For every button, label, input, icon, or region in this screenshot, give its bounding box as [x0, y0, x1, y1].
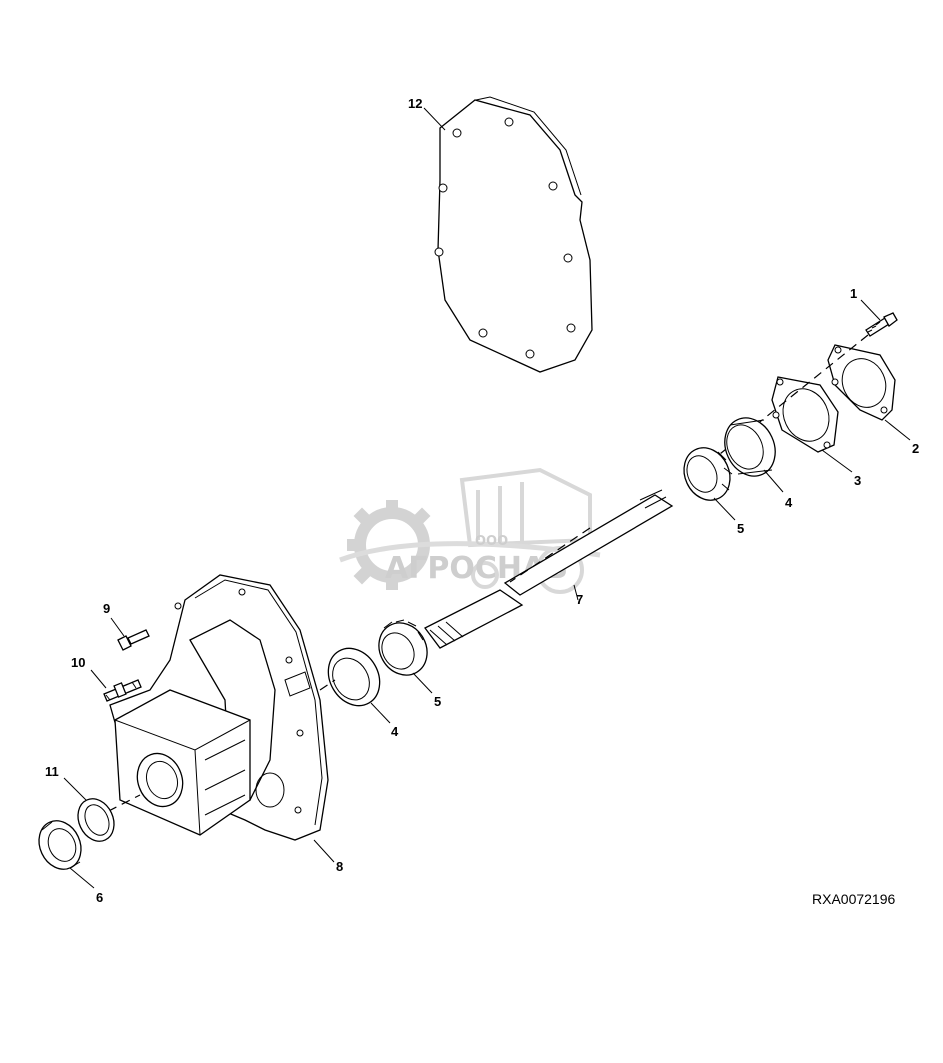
- callout-5-lower: 5: [434, 694, 441, 709]
- watermark-logo: ООО АГРОСНАБ: [339, 467, 601, 594]
- housing-bolt: [117, 629, 150, 651]
- drive-shaft: [424, 489, 674, 649]
- alignment-axis-lower: [319, 679, 336, 691]
- callout-4-lower: 4: [391, 724, 399, 739]
- alignment-axis-upper: [699, 334, 869, 471]
- bearing-cone-lower: [378, 619, 428, 676]
- callout-2: 2: [912, 441, 919, 456]
- figure-reference-code: RXA0072196: [812, 891, 896, 907]
- callout-8: 8: [336, 859, 343, 874]
- watermark-swoosh: [339, 541, 601, 563]
- callout-9: 9: [103, 601, 110, 616]
- gear-housing: [109, 574, 329, 841]
- callout-5-upper: 5: [737, 521, 744, 536]
- housing-stud: [103, 679, 142, 702]
- cover-gasket: [434, 96, 593, 373]
- bearing-cup-lower: [327, 647, 381, 707]
- oil-seal: [38, 820, 82, 870]
- callout-10: 10: [71, 655, 85, 670]
- shim-ring: [77, 798, 115, 842]
- watermark-prefix: ООО: [475, 534, 508, 549]
- flange-gasket: [827, 344, 896, 421]
- callout-6: 6: [96, 890, 103, 905]
- callout-3: 3: [854, 473, 861, 488]
- bearing-cone-upper: [683, 447, 733, 501]
- tractor-silhouette-icon: [459, 467, 592, 594]
- callout-4-upper: 4: [785, 495, 793, 510]
- leader-lines: [63, 107, 911, 889]
- callout-11: 11: [45, 764, 59, 779]
- callout-7: 7: [576, 592, 583, 607]
- bearing-cover-plate: [771, 376, 839, 453]
- callout-1: 1: [850, 286, 857, 301]
- callout-labels: 1 2 3 4 5 7 5 4 9 10 11 6 8 12: [45, 96, 919, 905]
- bolt: [865, 312, 898, 337]
- callout-12: 12: [408, 96, 422, 111]
- bearing-cup-upper: [724, 417, 776, 477]
